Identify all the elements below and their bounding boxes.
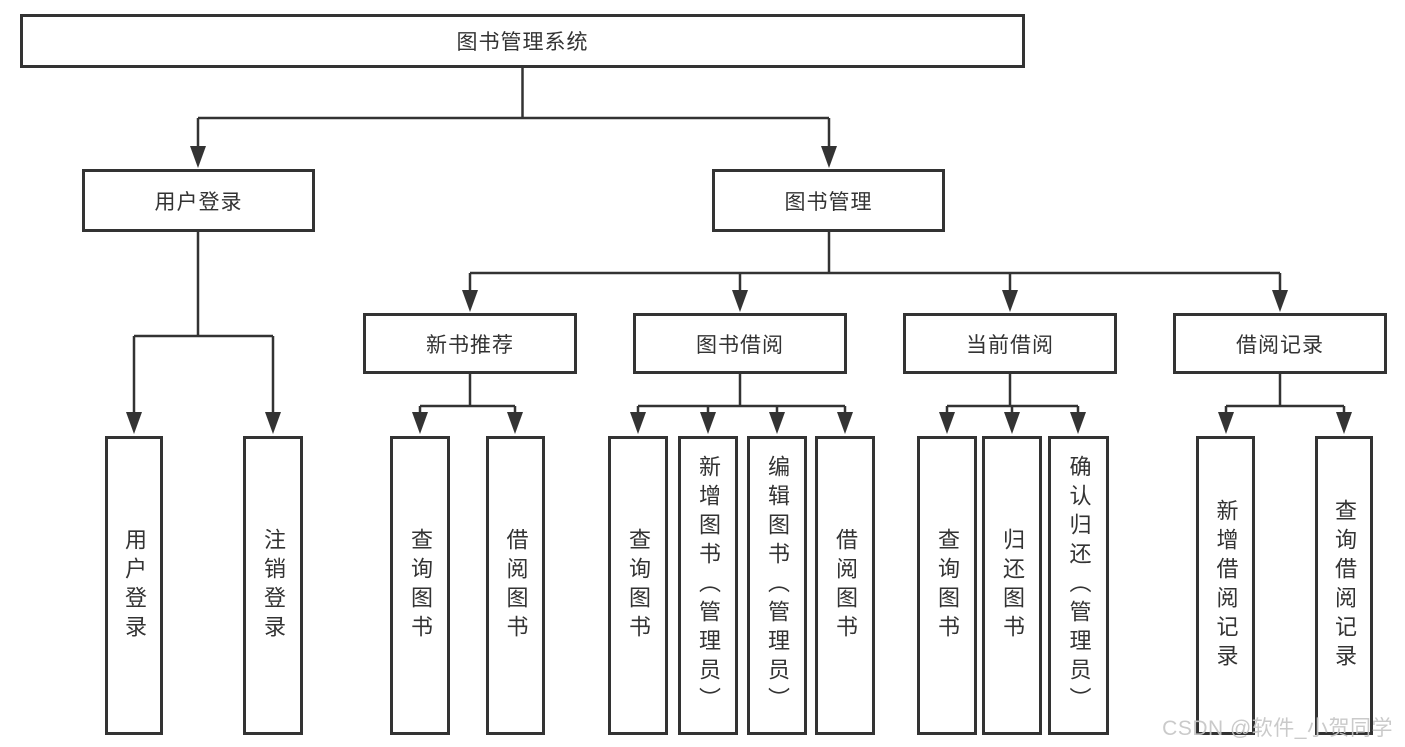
node-borrowing-records: 借阅记录 [1173,313,1387,374]
leaf-user-login-label: 用户登录 [122,527,147,644]
leaf-borrow-borrow-book-label: 借阅图书 [833,527,858,644]
leaf-current-return-book-label: 归还图书 [1000,527,1025,644]
node-root: 图书管理系统 [20,14,1025,68]
node-new-book-recommendation: 新书推荐 [363,313,577,374]
leaf-logout-label: 注销登录 [261,527,286,644]
node-book-management-label: 图书管理 [784,190,873,214]
leaf-records-add-record: 新增借阅记录 [1196,436,1255,735]
node-root-label: 图书管理系统 [456,31,589,54]
node-book-borrowing-label: 图书借阅 [696,333,784,357]
watermark: CSDN @软件_小贺同学 [1162,717,1393,740]
leaf-current-confirm-return-admin: 确认归还（管理员） [1048,436,1109,735]
leaf-logout: 注销登录 [243,436,303,735]
leaf-current-confirm-return-admin-label: 确认归还（管理员） [1066,455,1092,716]
leaf-records-query-record: 查询借阅记录 [1315,436,1373,735]
leaf-borrow-edit-book-admin: 编辑图书（管理员） [747,436,807,735]
leaf-borrow-query-book: 查询图书 [608,436,668,735]
leaf-borrow-edit-book-admin-label: 编辑图书（管理员） [765,455,790,716]
node-current-borrowing: 当前借阅 [903,313,1117,374]
node-borrowing-records-label: 借阅记录 [1236,333,1324,357]
node-user-login-label: 用户登录 [154,190,243,214]
leaf-records-query-record-label: 查询借阅记录 [1332,498,1357,673]
leaf-borrow-add-book-admin: 新增图书（管理员） [678,436,738,735]
leaf-newbook-query-book-label: 查询图书 [408,527,433,644]
leaf-newbook-borrow-book-label: 借阅图书 [503,527,529,644]
leaf-current-query-book: 查询图书 [917,436,977,735]
node-user-login: 用户登录 [82,169,315,232]
leaf-newbook-query-book: 查询图书 [390,436,450,735]
leaf-current-return-book: 归还图书 [982,436,1042,735]
leaf-borrow-borrow-book: 借阅图书 [815,436,875,735]
node-book-borrowing: 图书借阅 [633,313,847,374]
leaf-user-login: 用户登录 [105,436,163,735]
leaf-records-add-record-label: 新增借阅记录 [1213,498,1239,673]
leaf-borrow-query-book-label: 查询图书 [626,527,651,644]
node-book-management: 图书管理 [712,169,945,232]
leaf-current-query-book-label: 查询图书 [935,527,960,644]
node-new-book-recommendation-label: 新书推荐 [426,333,514,357]
leaf-borrow-add-book-admin-label: 新增图书（管理员） [696,455,721,716]
node-current-borrowing-label: 当前借阅 [966,333,1054,357]
leaf-newbook-borrow-book: 借阅图书 [486,436,545,735]
